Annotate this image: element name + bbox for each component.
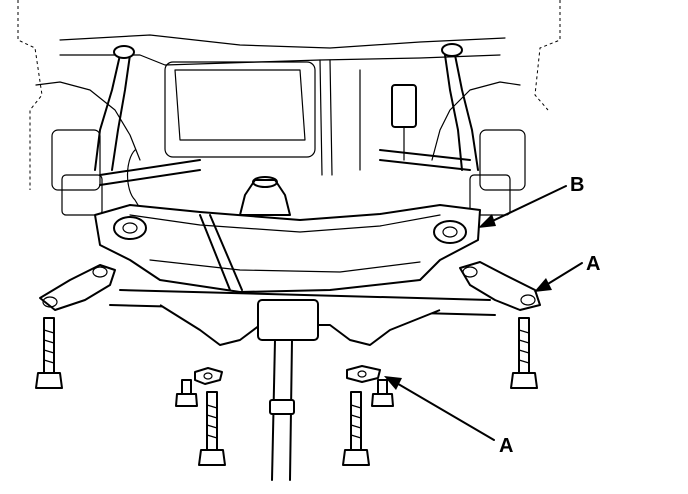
right-strut-assembly (379, 43, 526, 216)
left-arm-bolt (35, 317, 63, 389)
engine-mount (239, 176, 291, 216)
callout-b: B (570, 174, 584, 196)
left-lower-arm (39, 264, 116, 311)
leader-arrow-a-right (534, 262, 583, 292)
left-subframe-bolt (198, 391, 226, 466)
leader-arrow-b (478, 185, 567, 228)
vehicle-underbody (17, 0, 561, 190)
right-short-bolt (371, 379, 394, 407)
left-stopper-bracket (194, 367, 223, 385)
steering-shaft (257, 299, 319, 481)
left-strut-assembly (51, 45, 201, 226)
right-arm-bolt (510, 317, 538, 389)
right-subframe-bolt (342, 391, 370, 466)
callout-a-right: A (586, 253, 600, 275)
leader-arrow-a-bottom (384, 376, 495, 441)
right-stopper-bracket (346, 365, 381, 383)
callout-a-bottom: A (499, 435, 513, 457)
left-short-bolt (175, 379, 198, 407)
right-lower-arm (459, 261, 541, 311)
